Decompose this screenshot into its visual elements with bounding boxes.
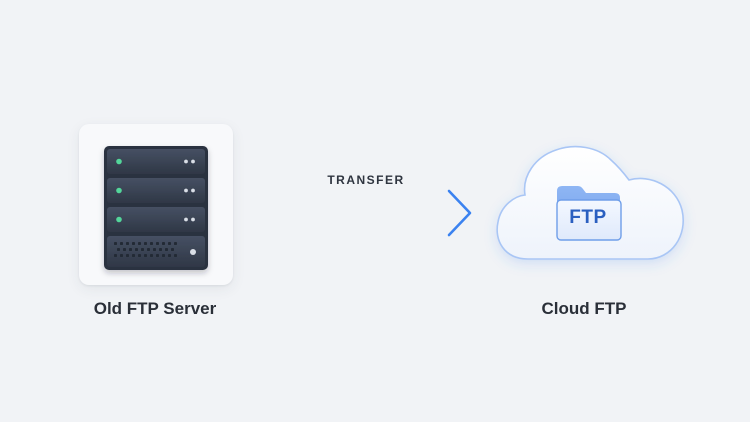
target-label: Cloud FTP [541,299,627,318]
status-led [116,216,122,223]
server-unit [107,149,205,174]
arrow-head [447,189,472,237]
source-label: Old FTP Server [93,299,217,318]
transfer-label: TRANSFER [327,173,405,187]
server-base [107,236,205,267]
status-led [116,187,122,194]
server-unit [107,207,205,232]
folder-text: FTP [569,207,607,228]
server-unit [107,178,205,203]
folder-icon [556,186,622,241]
status-led [116,158,122,165]
